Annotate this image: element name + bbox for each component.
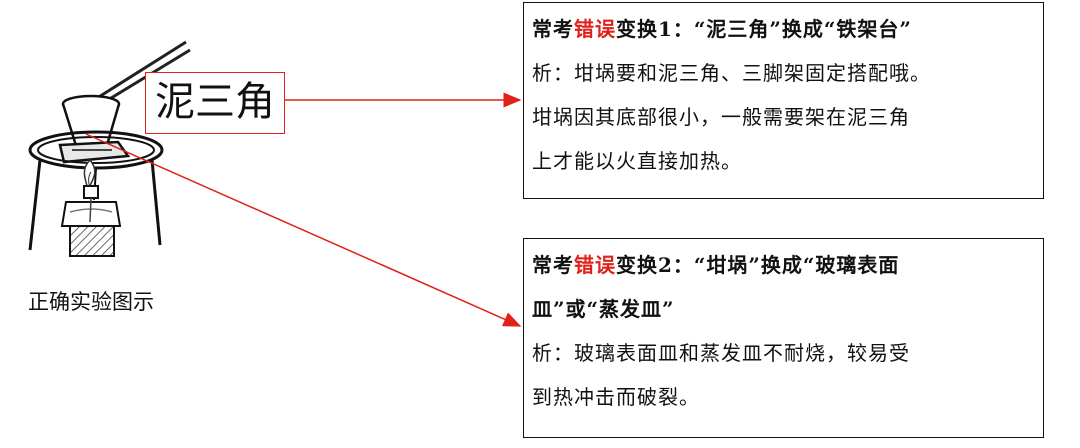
note2-line: 析：玻璃表面皿和蒸发皿不耐烧，较易受	[532, 341, 910, 365]
note2-title-continued: 皿”或“蒸发皿”	[532, 297, 675, 321]
note1-title: 常考错误变换1：“泥三角”换成“铁架台”	[532, 7, 1035, 51]
error-note-2: 常考错误变换2：“坩埚”换成“玻璃表面 皿”或“蒸发皿” 析：玻璃表面皿和蒸发皿…	[523, 238, 1044, 438]
note1-title-prefix: 常考	[532, 17, 574, 41]
clay-triangle-label: 泥三角	[145, 72, 285, 134]
note1-title-highlight: 错误	[574, 17, 616, 41]
note1-title-suffix: 变换1：“泥三角”换成“铁架台”	[616, 17, 912, 41]
note1-line: 析：坩埚要和泥三角、三脚架固定搭配哦。	[532, 61, 931, 85]
note2-line: 到热冲击而破裂。	[532, 385, 700, 409]
figure-caption: 正确实验图示	[28, 290, 154, 314]
crucible	[61, 94, 121, 154]
note2-title-highlight: 错误	[574, 253, 616, 277]
note1-line: 上才能以火直接加热。	[532, 149, 742, 173]
note2-title-prefix: 常考	[532, 253, 574, 277]
wooden-block	[69, 225, 115, 257]
note2-title: 常考错误变换2：“坩埚”换成“玻璃表面	[532, 243, 1035, 287]
clay-triangle	[58, 140, 131, 164]
alcohol-lamp	[60, 185, 122, 227]
error-note-1: 常考错误变换1：“泥三角”换成“铁架台” 析：坩埚要和泥三角、三脚架固定搭配哦。…	[523, 2, 1044, 199]
note2-title-suffix: 变换2：“坩埚”换成“玻璃表面	[616, 253, 900, 277]
note1-line: 坩埚因其底部很小，一般需要架在泥三角	[532, 105, 910, 129]
label-arrow-2	[85, 133, 522, 327]
